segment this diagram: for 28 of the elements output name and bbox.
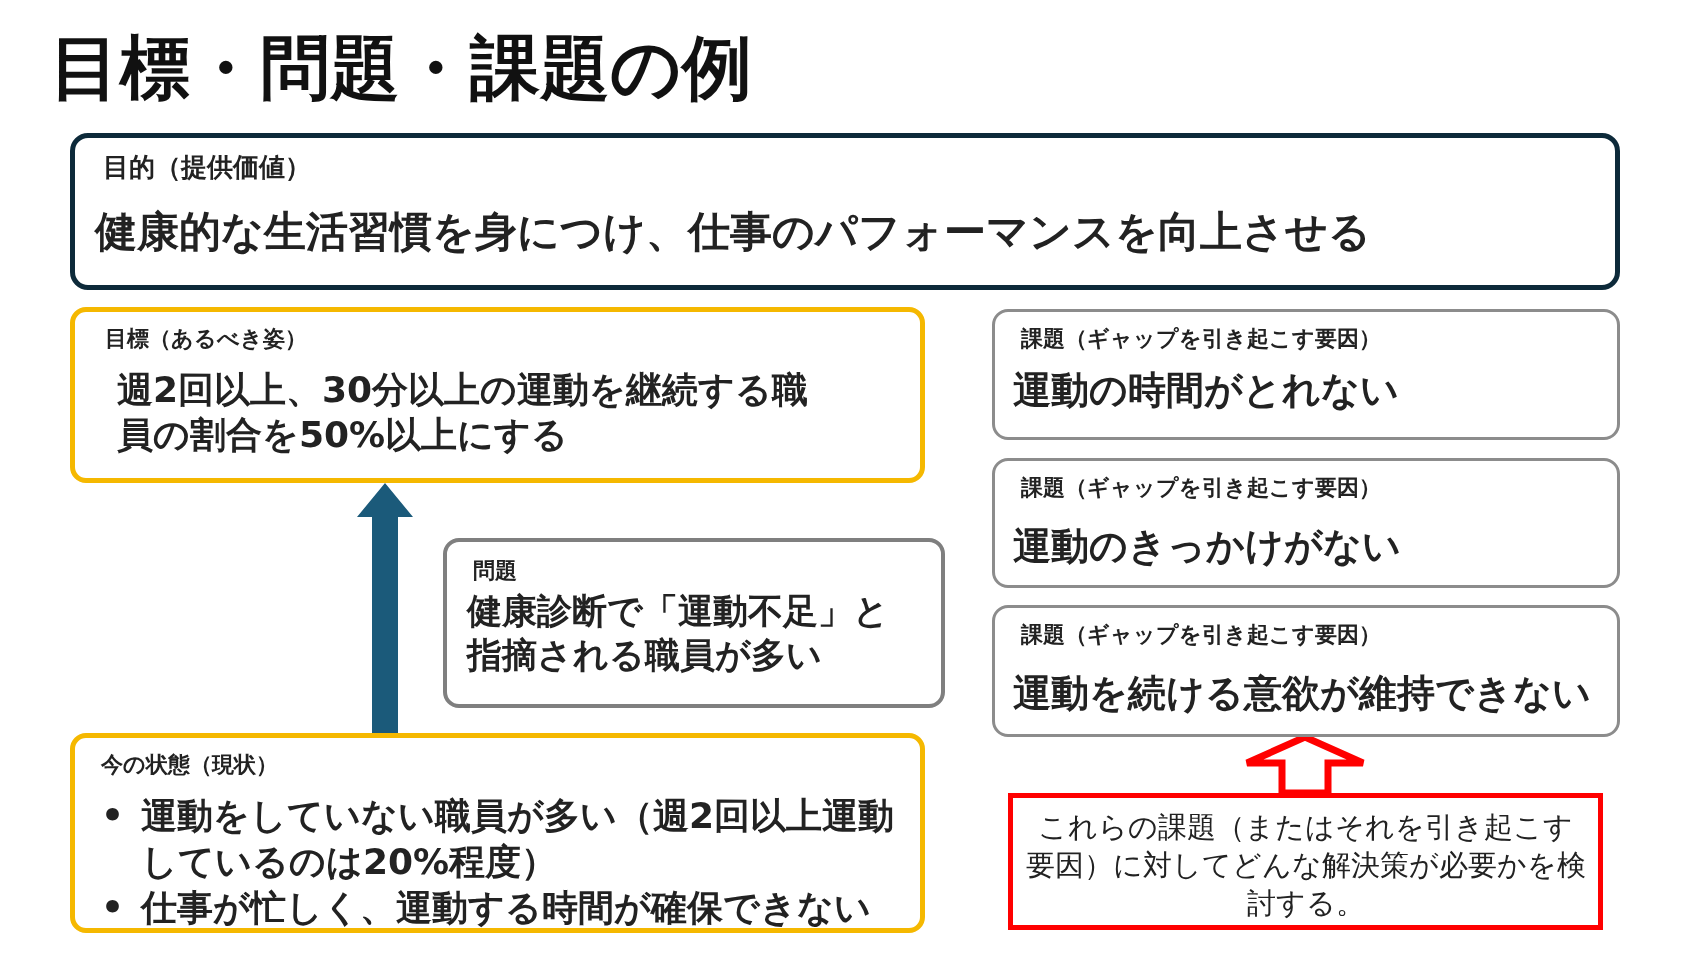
box-body-text: 運動の時間がとれない	[1013, 367, 1400, 414]
box-body-text: 健康診断で「運動不足」と指摘される職員が多い	[467, 590, 890, 677]
issue-box	[992, 309, 1620, 440]
box-body-text: 週2回以上、30分以上の運動を継続する職員の割合を50%以上にする	[117, 368, 810, 457]
purpose-box	[70, 133, 1620, 290]
box-body-text: 運動を続ける意欲が維持できない	[1013, 670, 1592, 717]
block-arrow	[357, 483, 413, 733]
bullet-item-text: 仕事が忙しく、運動する時間が確保できない	[141, 887, 871, 928]
problem-box	[443, 538, 945, 708]
box-heading: 課題（ギャップを引き起こす要因）	[1021, 325, 1381, 353]
box-heading: 目標（あるべき姿）	[105, 325, 307, 353]
issue-box	[992, 605, 1620, 737]
bullet-item-text: 運動をしていない職員が多い（週2回以上運動しているのは20%程度）	[141, 795, 895, 882]
box-body-text: 運動のきっかけがない	[1013, 523, 1402, 570]
box-heading: 目的（提供価値）	[103, 151, 311, 184]
slide-title: 目標・問題・課題の例	[50, 26, 752, 111]
box-heading: 問題	[473, 557, 517, 585]
current-state-box	[70, 733, 925, 933]
box-heading: 課題（ギャップを引き起こす要因）	[1021, 621, 1381, 649]
box-heading: 課題（ギャップを引き起こす要因）	[1021, 474, 1381, 502]
note-box	[1008, 793, 1603, 930]
box-body-text: 健康的な生活習慣を身につけ、仕事のパフォーマンスを向上させる	[95, 206, 1372, 258]
bullet-mark: •	[101, 886, 124, 930]
goal-box	[70, 307, 925, 483]
box-heading: 今の状態（現状）	[101, 751, 278, 779]
note-text: これらの課題（またはそれを引き起こす要因）に対してどんな解決策が必要かを検討する。	[1025, 809, 1586, 922]
issue-box	[992, 458, 1620, 588]
bullet-mark: •	[101, 794, 124, 838]
